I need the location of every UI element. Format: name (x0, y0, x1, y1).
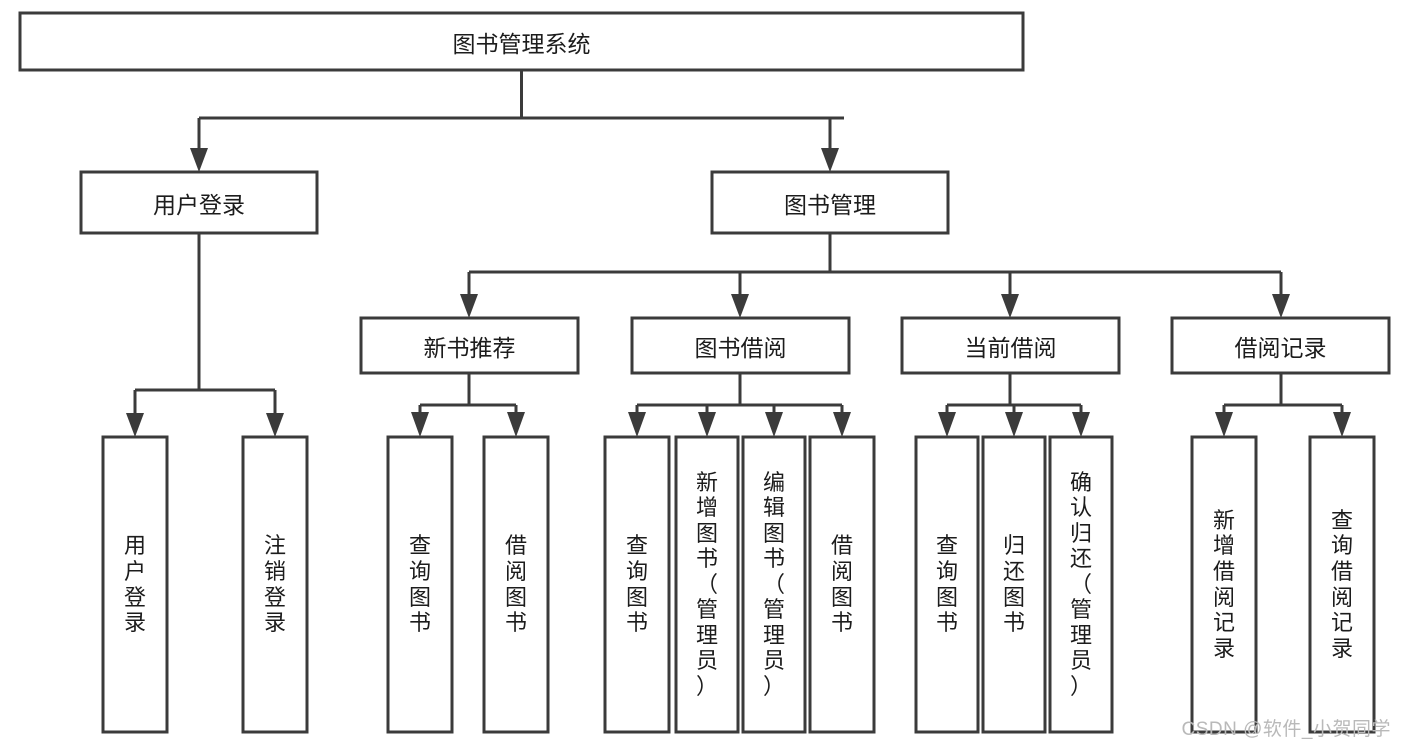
node-box-leaf-add-book[interactable] (674, 435, 740, 734)
arrow-head-leaf-add-record (1215, 412, 1233, 437)
connector-group-book-manage (460, 233, 1290, 318)
arrow-head-leaf-query-record (1333, 412, 1351, 437)
watermark-text: CSDN @软件_小贺同学 (1181, 719, 1391, 740)
node-box-leaf-confirm-return[interactable] (1048, 435, 1114, 734)
node-box-user-login[interactable] (79, 170, 319, 235)
node-box-book-manage[interactable] (710, 170, 950, 235)
connector-group-borrow-record (1215, 373, 1351, 437)
arrow-head-user-login (190, 148, 208, 172)
arrow-head-leaf-borrow-book-1 (507, 412, 525, 437)
node-box-book-borrow[interactable] (630, 316, 851, 375)
node-box-leaf-borrow-book-2[interactable] (808, 435, 876, 734)
node-box-root[interactable] (18, 11, 1025, 72)
node-box-leaf-return-book[interactable] (981, 435, 1047, 734)
arrow-head-new-book-rec (460, 294, 478, 318)
connector-group-root (190, 70, 844, 172)
arrow-head-leaf-query-book-1 (411, 412, 429, 437)
arrow-head-leaf-add-book (698, 412, 716, 437)
node-box-borrow-record[interactable] (1170, 316, 1391, 375)
node-box-current-borrow[interactable] (900, 316, 1121, 375)
node-box-leaf-borrow-book-1[interactable] (482, 435, 550, 734)
arrow-head-current-borrow (1001, 294, 1019, 318)
connector-group-user-login (126, 233, 284, 437)
node-box-leaf-query-book-1[interactable] (386, 435, 454, 734)
arrow-head-leaf-edit-book (765, 412, 783, 437)
node-box-leaf-add-record[interactable] (1190, 435, 1258, 734)
connector-group-current-borrow (938, 373, 1090, 437)
node-box-leaf-logout[interactable] (241, 435, 309, 734)
node-box-leaf-query-record[interactable] (1308, 435, 1376, 734)
arrow-head-book-borrow (731, 294, 749, 318)
connector-group-new-book-rec (411, 373, 525, 437)
arrow-head-book-manage (821, 148, 839, 172)
node-box-leaf-user-login[interactable] (101, 435, 169, 734)
arrow-head-leaf-user-login (126, 413, 144, 437)
node-box-new-book-rec[interactable] (359, 316, 580, 375)
arrow-head-leaf-logout (266, 413, 284, 437)
connector-group-book-borrow (628, 373, 851, 437)
node-box-leaf-query-book-3[interactable] (914, 435, 980, 734)
arrow-head-leaf-confirm-return (1072, 412, 1090, 437)
arrow-head-leaf-query-book-3 (938, 412, 956, 437)
node-box-leaf-edit-book[interactable] (741, 435, 807, 734)
node-box-leaf-query-book-2[interactable] (603, 435, 671, 734)
arrow-head-leaf-query-book-2 (628, 412, 646, 437)
arrow-head-borrow-record (1272, 294, 1290, 318)
arrow-head-leaf-borrow-book-2 (833, 412, 851, 437)
arrow-head-leaf-return-book (1005, 412, 1023, 437)
